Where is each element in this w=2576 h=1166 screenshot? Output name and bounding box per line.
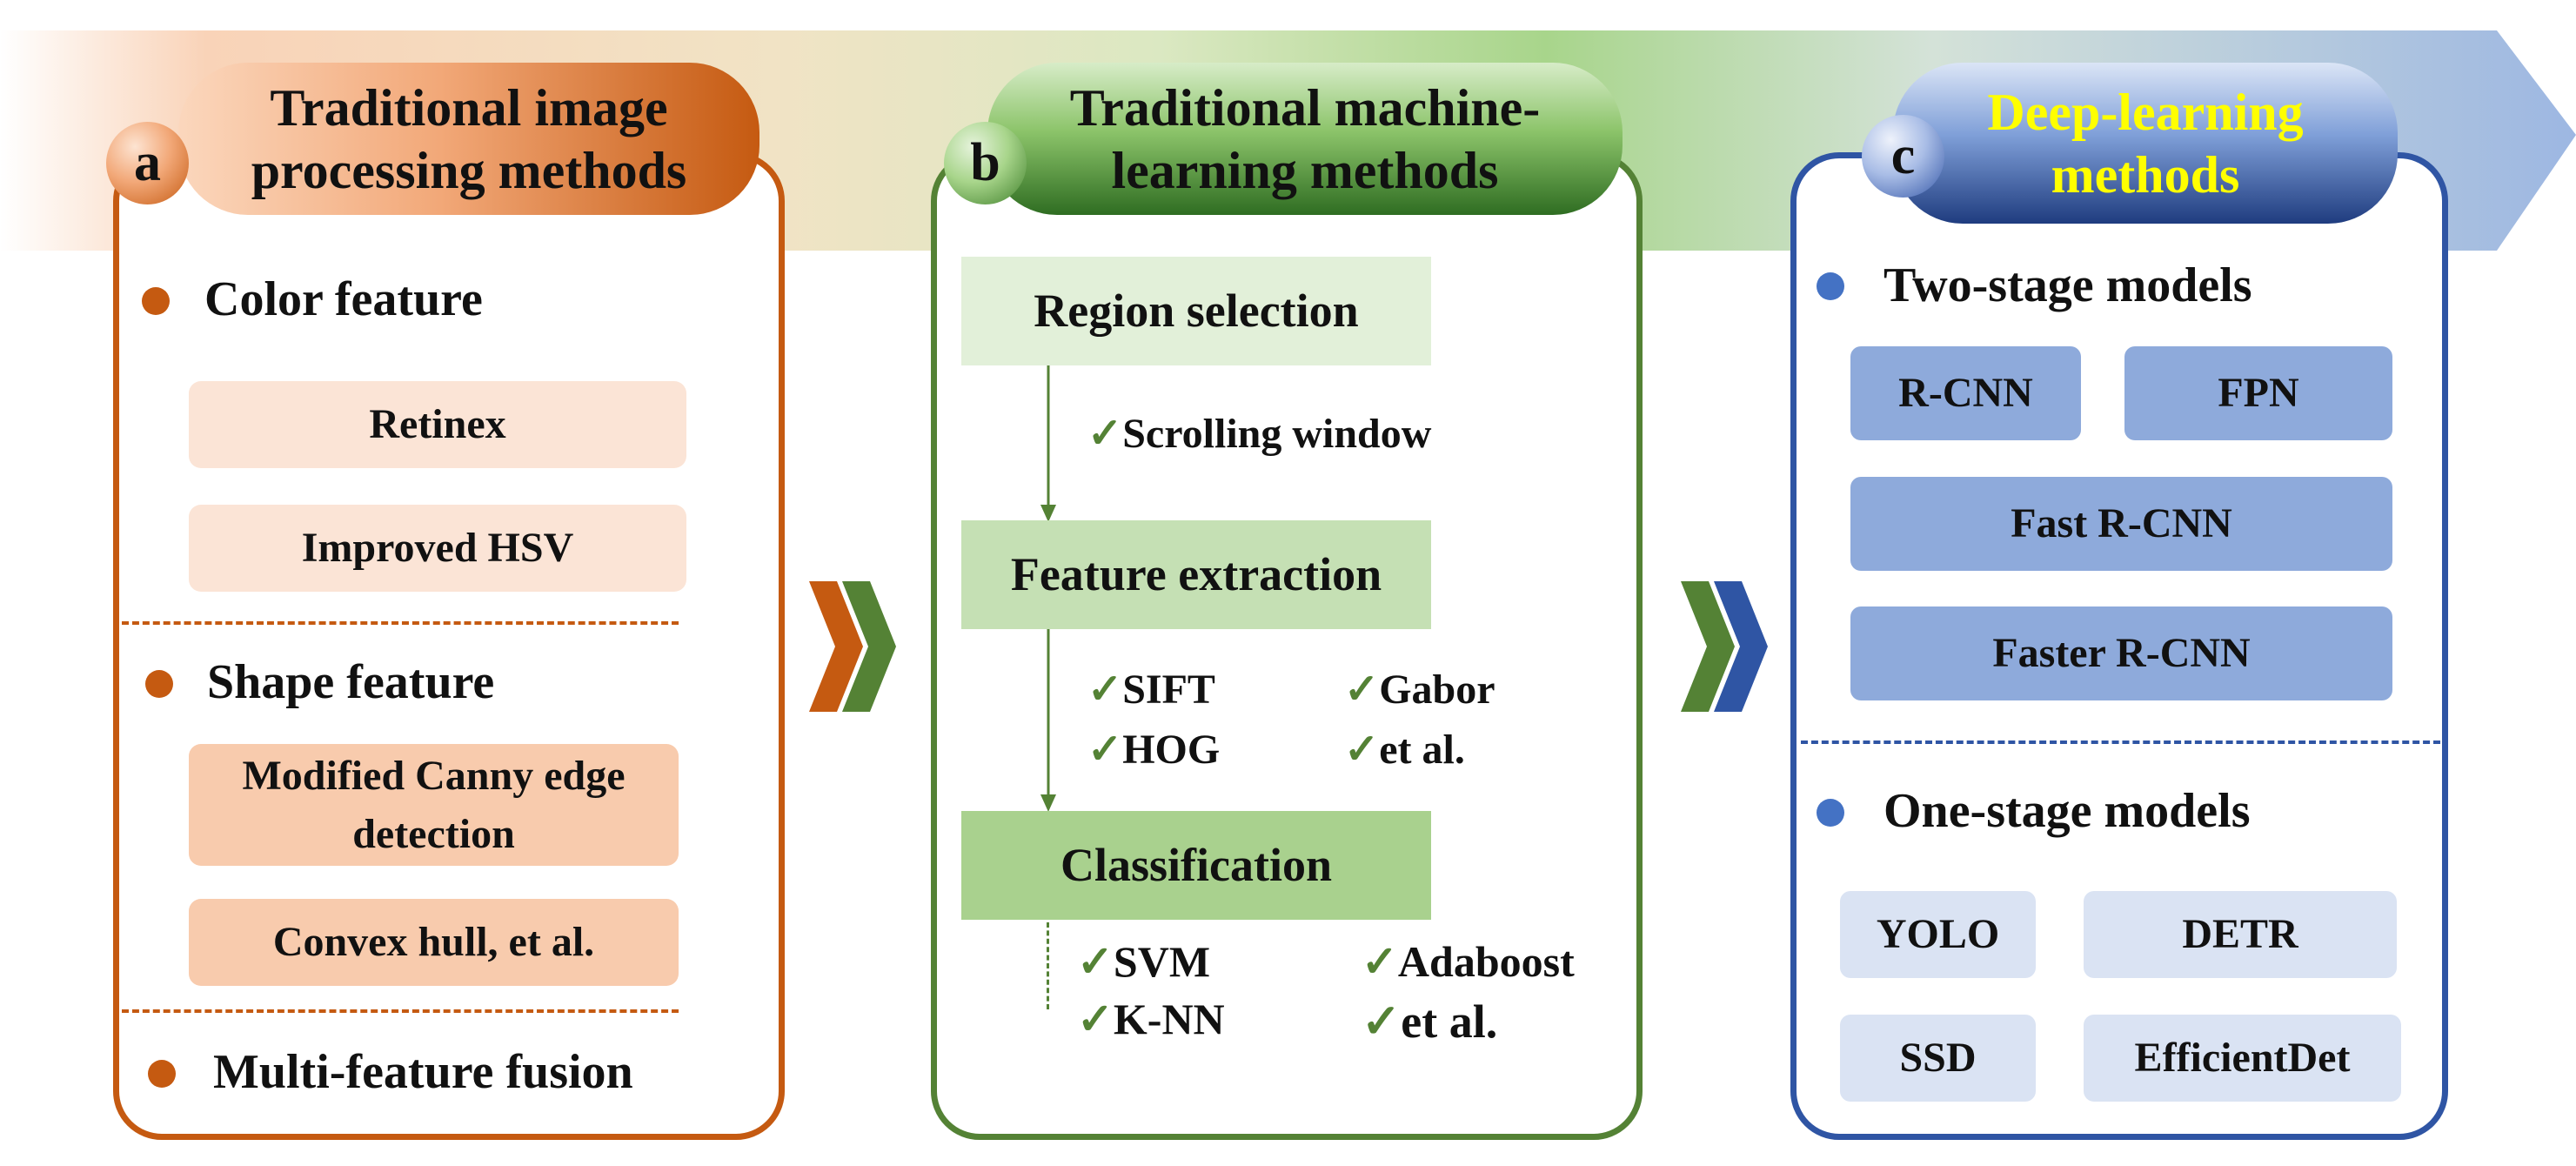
model-ssd: SSD <box>1840 1015 2036 1102</box>
step-region-selection: Region selection <box>961 257 1431 365</box>
heading-color-feature: Color feature <box>204 272 483 326</box>
check-icon: ✓ <box>1087 667 1123 713</box>
check-icon: ✓ <box>1077 995 1114 1043</box>
dashed-connector <box>1047 922 1049 1009</box>
panel-b-title: Traditional machine-learning methods <box>987 63 1623 215</box>
bullet-icon <box>142 287 170 315</box>
method-modified-canny: Modified Canny edge detection <box>189 744 679 866</box>
chevron-right-icon <box>809 581 896 712</box>
model-yolo: YOLO <box>1840 891 2036 978</box>
heading-one-stage-models: One-stage models <box>1883 784 2251 838</box>
technique-label: Gabor <box>1379 667 1495 713</box>
technique-scrolling-window: ✓Scrolling window <box>1087 409 1431 458</box>
technique-gabor: ✓Gabor <box>1344 665 1495 714</box>
panel-a-title: Traditional image processing methods <box>178 63 759 215</box>
method-convex-hull: Convex hull, et al. <box>189 899 679 986</box>
model-fpn: FPN <box>2124 346 2392 440</box>
panel-c-title-text: Deep-learning methods <box>1987 83 2304 204</box>
step-classification: Classification <box>961 811 1431 920</box>
technique-label: SVM <box>1113 937 1211 986</box>
bullet-icon <box>148 1060 176 1088</box>
check-icon: ✓ <box>1362 937 1398 986</box>
panel-c-title: Deep-learning methods <box>1893 63 2398 224</box>
technique-label: et al. <box>1401 995 1498 1048</box>
technique-adaboost: ✓Adaboost <box>1362 936 1575 987</box>
check-icon: ✓ <box>1087 727 1123 773</box>
model-r-cnn: R-CNN <box>1850 346 2081 440</box>
panel-c-badge: c <box>1862 115 1944 198</box>
technique-sift: ✓SIFT <box>1087 665 1215 714</box>
panel-a-badge: a <box>106 122 189 204</box>
technique-label: SIFT <box>1122 667 1215 713</box>
technique-label: Adaboost <box>1397 937 1575 986</box>
technique-label: et al. <box>1379 727 1465 773</box>
method-improved-hsv: Improved HSV <box>189 505 686 592</box>
bullet-icon <box>1817 272 1844 300</box>
heading-two-stage-models: Two-stage models <box>1883 258 2252 312</box>
check-icon: ✓ <box>1344 667 1380 713</box>
divider <box>1801 740 2440 744</box>
bullet-icon <box>1817 799 1844 827</box>
chevron-right-icon <box>1681 581 1768 712</box>
model-fast-r-cnn: Fast R-CNN <box>1850 477 2392 571</box>
method-retinex: Retinex <box>189 381 686 468</box>
technique-hog: ✓HOG <box>1087 725 1220 774</box>
technique-label: HOG <box>1122 727 1221 773</box>
arrow-down-icon <box>1040 629 1056 812</box>
panel-b-badge: b <box>944 122 1027 204</box>
check-icon: ✓ <box>1362 995 1402 1048</box>
divider <box>122 1009 679 1013</box>
bullet-icon <box>145 670 173 698</box>
divider <box>122 621 679 625</box>
technique-label: K-NN <box>1113 995 1225 1043</box>
heading-shape-feature: Shape feature <box>207 655 495 709</box>
check-icon: ✓ <box>1087 411 1123 457</box>
technique-label: Scrolling window <box>1122 411 1432 457</box>
step-feature-extraction: Feature extraction <box>961 520 1431 629</box>
technique-knn: ✓K-NN <box>1077 994 1225 1044</box>
model-detr: DETR <box>2084 891 2397 978</box>
model-efficientdet: EfficientDet <box>2084 1015 2401 1102</box>
arrow-down-icon <box>1040 365 1056 522</box>
check-icon: ✓ <box>1077 937 1114 986</box>
heading-multi-feature-fusion: Multi-feature fusion <box>213 1045 633 1099</box>
technique-svm: ✓SVM <box>1077 936 1210 987</box>
technique-et-al: ✓et al. <box>1362 994 1497 1049</box>
model-faster-r-cnn: Faster R-CNN <box>1850 606 2392 700</box>
technique-et-al: ✓et al. <box>1344 725 1465 774</box>
check-icon: ✓ <box>1344 727 1380 773</box>
